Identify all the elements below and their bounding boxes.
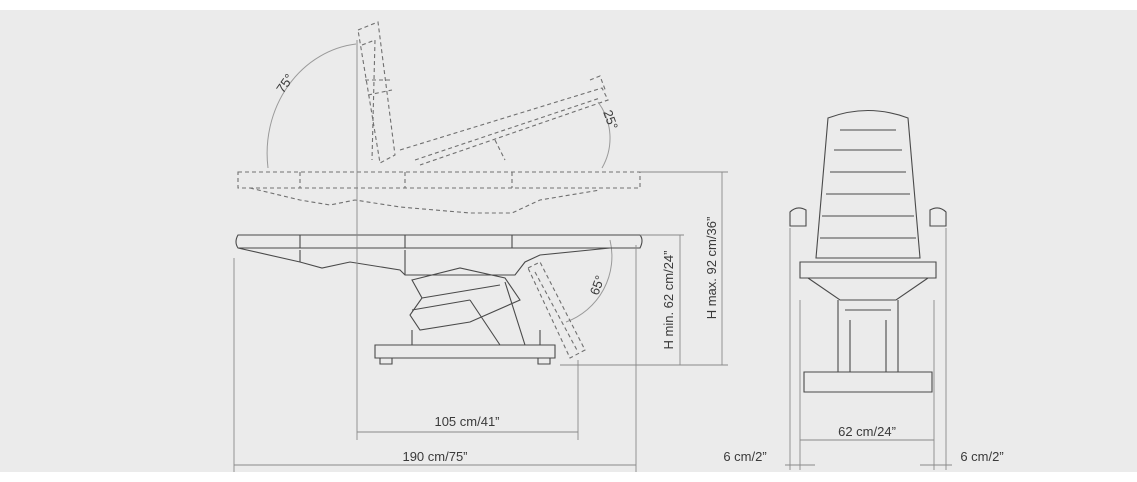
side-dimensions — [233, 40, 728, 472]
footrest-dashed — [527, 261, 586, 359]
angle-25: 25° — [600, 108, 621, 132]
side-view — [235, 21, 643, 365]
width-62: 62 cm/24” — [838, 424, 896, 439]
drawing-panel — [0, 10, 1137, 472]
length-190: 190 cm/75” — [402, 449, 467, 464]
length-105: 105 cm/41” — [434, 414, 499, 429]
raised-position-outline — [237, 21, 641, 214]
height-min: H min. 62 cm/24” — [661, 251, 676, 350]
armrest-right-6: 6 cm/2” — [960, 449, 1003, 464]
front-dimensions — [785, 228, 952, 470]
couch-body — [235, 234, 643, 365]
backrest-arc — [266, 43, 357, 169]
height-max: H max. 92 cm/36” — [704, 217, 719, 320]
legrest-arc — [597, 101, 611, 169]
angle-65: 65° — [587, 273, 608, 297]
front-view — [789, 109, 947, 393]
armrest-left-6: 6 cm/2” — [723, 449, 766, 464]
footrest-arc — [565, 239, 613, 323]
